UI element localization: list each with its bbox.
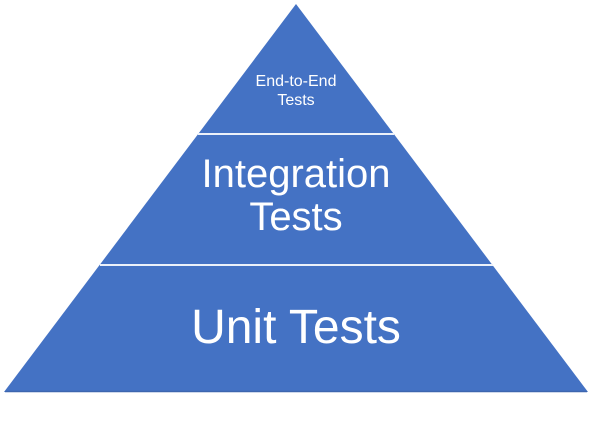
tier-label-end-to-end-tests: End-to-End Tests [256,72,337,110]
label-line: End-to-End [255,73,337,90]
label-line: Tests [249,195,343,239]
pyramid-shape [4,4,588,392]
tier-label-unit-tests: Unit Tests [191,302,401,354]
label-line: Unit Tests [191,301,401,354]
label-line: Tests [277,92,315,109]
tier-label-integration-tests: Integration Tests [201,153,390,239]
label-line: Integration [201,152,391,196]
